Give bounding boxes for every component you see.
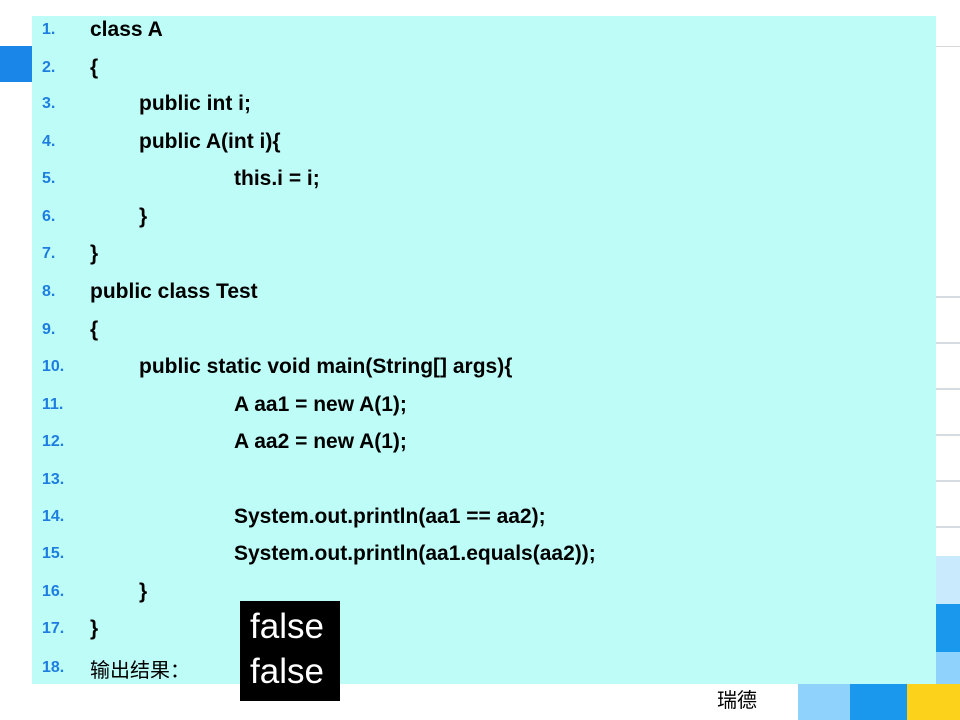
grid-decoration — [934, 434, 960, 436]
line-number: 18. — [42, 659, 65, 676]
code-line: 4. public A(int i){ — [32, 127, 936, 157]
code-text: public static void main(String[] args){ — [139, 355, 513, 378]
code-line: 6. } — [32, 202, 936, 232]
code-line: 18. 输出结果： — [32, 653, 936, 683]
brand-area — [679, 685, 798, 720]
code-line: 11. A aa1 = new A(1); — [32, 390, 936, 420]
line-number: 7. — [42, 245, 56, 262]
code-line: 3. public int i; — [32, 89, 936, 119]
code-line: 13. — [32, 465, 936, 495]
code-text: } — [139, 205, 148, 228]
grid-decoration — [934, 342, 960, 344]
line-number: 1. — [42, 21, 56, 38]
line-number: 15. — [42, 545, 65, 562]
line-number: 14. — [42, 508, 65, 525]
line-number: 2. — [42, 59, 56, 76]
code-text: { — [90, 56, 99, 79]
code-line: 10. public static void main(String[] arg… — [32, 352, 936, 382]
decor-square — [936, 604, 960, 652]
code-text: { — [90, 318, 99, 341]
console-output: false false — [240, 601, 340, 701]
decor-square — [936, 652, 960, 684]
code-text: } — [90, 242, 99, 265]
code-text: public class Test — [90, 280, 258, 303]
code-text: this.i = i; — [234, 167, 320, 190]
line-number: 9. — [42, 321, 56, 338]
code-line: 5. this.i = i; — [32, 164, 936, 194]
code-line: 17. } — [32, 614, 936, 644]
code-line: 12. A aa2 = new A(1); — [32, 427, 936, 457]
line-number: 8. — [42, 283, 56, 300]
header-accent-block — [0, 46, 34, 82]
output-label: 输出结果： — [90, 657, 190, 682]
decor-square — [798, 684, 850, 720]
code-text: class A — [90, 18, 163, 41]
decor-square — [850, 684, 907, 720]
grid-decoration — [934, 480, 960, 482]
code-line: 9. { — [32, 315, 936, 345]
line-number: 13. — [42, 471, 65, 488]
code-line: 1. class A — [32, 15, 936, 45]
line-number: 17. — [42, 620, 65, 637]
output-line: false — [250, 607, 324, 646]
code-text: } — [90, 617, 99, 640]
code-text: A aa1 = new A(1); — [234, 393, 407, 416]
code-line: 14. System.out.println(aa1 == aa2); — [32, 502, 936, 532]
code-text: System.out.println(aa1 == aa2); — [234, 505, 546, 528]
line-number: 4. — [42, 133, 56, 150]
code-line: 15. System.out.println(aa1.equals(aa2)); — [32, 539, 936, 569]
code-text: public A(int i){ — [139, 130, 281, 153]
line-number: 16. — [42, 583, 65, 600]
line-number: 10. — [42, 358, 65, 375]
line-number: 6. — [42, 208, 56, 225]
code-text: A aa2 = new A(1); — [234, 430, 407, 453]
line-number: 11. — [42, 396, 64, 413]
line-number: 3. — [42, 95, 56, 112]
line-number: 5. — [42, 170, 56, 187]
line-number: 12. — [42, 433, 65, 450]
code-line: 2. { — [32, 53, 936, 83]
code-text: System.out.println(aa1.equals(aa2)); — [234, 542, 596, 565]
code-panel: 1. class A 2. { 3. public int i; 4. publ… — [32, 16, 936, 684]
grid-decoration — [934, 296, 960, 298]
code-line: 8. public class Test — [32, 277, 936, 307]
decor-square — [907, 684, 960, 720]
grid-decoration — [934, 388, 960, 390]
code-text: public int i; — [139, 92, 251, 115]
code-line: 16. } — [32, 577, 936, 607]
code-line: 7. } — [32, 239, 936, 269]
decor-square — [936, 556, 960, 604]
code-text: } — [139, 580, 148, 603]
grid-decoration — [934, 526, 960, 528]
brand-logo-text: 瑞德 — [717, 688, 757, 712]
output-line: false — [250, 652, 324, 691]
